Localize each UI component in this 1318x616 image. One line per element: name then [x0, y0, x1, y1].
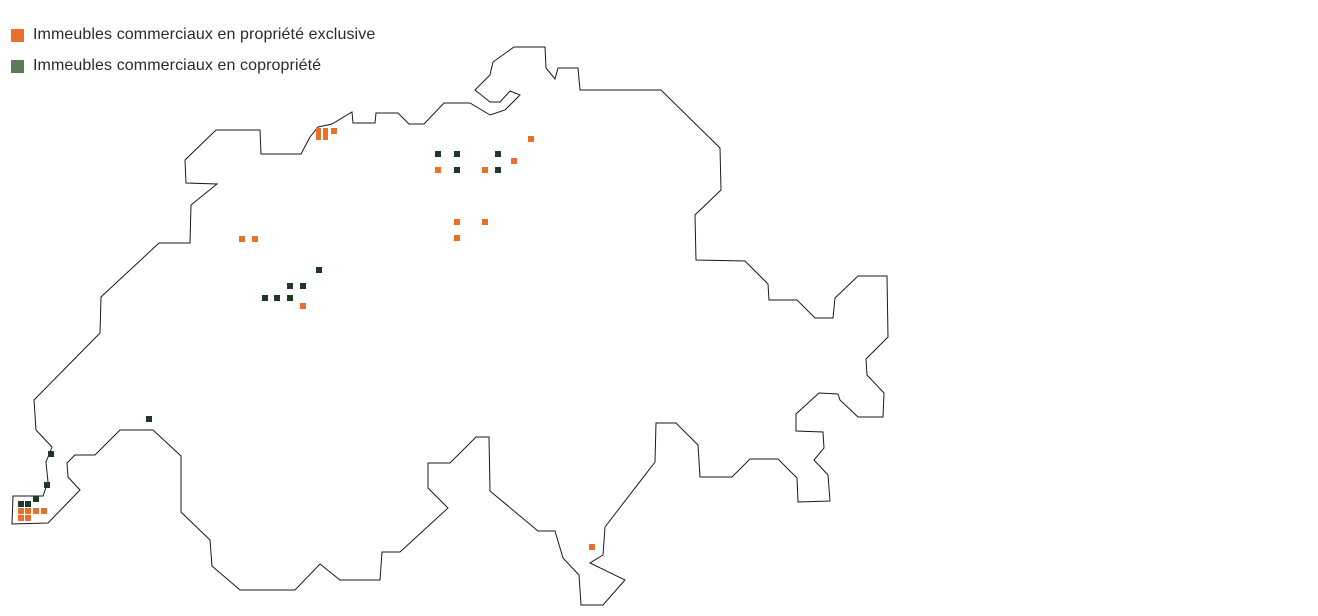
- marker-exclusive: [589, 544, 595, 550]
- marker-coownership: [287, 295, 293, 301]
- marker-coownership: [274, 295, 280, 301]
- marker-coownership: [300, 283, 306, 289]
- marker-coownership: [33, 496, 39, 502]
- marker-exclusive: [482, 219, 488, 225]
- marker-exclusive: [252, 236, 258, 242]
- marker-exclusive: [435, 167, 441, 173]
- marker-exclusive: [18, 515, 24, 521]
- marker-exclusive: [25, 508, 31, 514]
- marker-exclusive: [331, 128, 337, 134]
- marker-exclusive: [300, 303, 306, 309]
- marker-coownership: [25, 501, 31, 507]
- marker-exclusive: [528, 136, 534, 142]
- markers-exclusive: [18, 128, 595, 550]
- marker-coownership: [262, 295, 268, 301]
- legend-item-exclusive: Immeubles commerciaux en propriété exclu…: [11, 26, 375, 44]
- marker-exclusive: [454, 219, 460, 225]
- marker-coownership: [435, 151, 441, 157]
- marker-coownership: [44, 482, 50, 488]
- marker-exclusive: [482, 167, 488, 173]
- legend-swatch-exclusive: [11, 28, 24, 42]
- marker-coownership: [495, 167, 501, 173]
- map-legend: Immeubles commerciaux en propriété exclu…: [11, 26, 375, 88]
- marker-coownership: [146, 416, 152, 422]
- marker-exclusive: [454, 235, 460, 241]
- marker-exclusive: [323, 128, 328, 140]
- marker-coownership: [287, 283, 293, 289]
- marker-exclusive: [18, 508, 24, 514]
- marker-exclusive: [239, 236, 245, 242]
- marker-coownership: [316, 267, 322, 273]
- marker-exclusive: [511, 158, 517, 164]
- legend-item-coownership: Immeubles commerciaux en copropriété: [11, 57, 375, 75]
- switzerland-border: [11, 46, 889, 606]
- legend-swatch-coownership: [11, 59, 24, 73]
- legend-label-exclusive: Immeubles commerciaux en propriété exclu…: [33, 26, 376, 43]
- legend-label-coownership: Immeubles commerciaux en copropriété: [33, 57, 322, 74]
- marker-exclusive: [316, 128, 321, 140]
- marker-exclusive: [33, 508, 39, 514]
- marker-exclusive: [25, 515, 31, 521]
- marker-coownership: [454, 151, 460, 157]
- marker-coownership: [18, 501, 24, 507]
- marker-exclusive: [41, 508, 47, 514]
- marker-coownership: [495, 151, 501, 157]
- marker-coownership: [454, 167, 460, 173]
- markers-coownership: [18, 151, 501, 507]
- marker-coownership: [48, 451, 54, 457]
